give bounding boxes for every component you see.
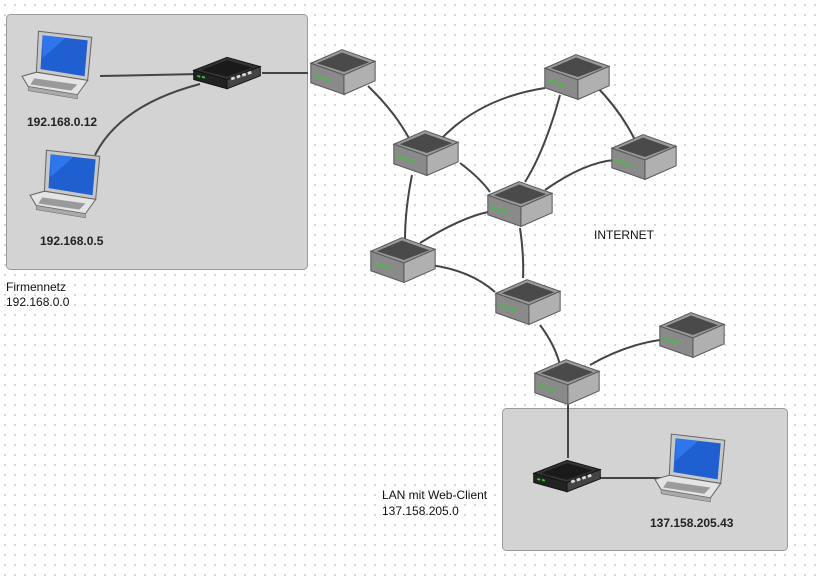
router-icon bbox=[658, 311, 726, 359]
router-icon bbox=[369, 236, 437, 284]
host-ip-label: 192.168.0.12 bbox=[27, 115, 97, 129]
zone-name-label: INTERNET bbox=[594, 228, 655, 242]
zone-name-label: LAN mit Web-Client bbox=[382, 488, 488, 502]
router-icon bbox=[610, 133, 678, 181]
router-icon bbox=[486, 180, 554, 228]
router-icon bbox=[543, 53, 611, 101]
router-icon bbox=[494, 278, 562, 326]
zone-network-label: 137.158.205.0 bbox=[382, 504, 459, 518]
zone-name-label: Firmennetz bbox=[6, 280, 66, 294]
router-icon bbox=[392, 129, 460, 177]
host-ip-label: 137.158.205.43 bbox=[650, 516, 734, 530]
router-icon bbox=[309, 48, 377, 96]
router-icon bbox=[533, 358, 601, 406]
zone-network-label: 192.168.0.0 bbox=[6, 295, 70, 309]
host-ip-label: 192.168.0.5 bbox=[40, 234, 104, 248]
